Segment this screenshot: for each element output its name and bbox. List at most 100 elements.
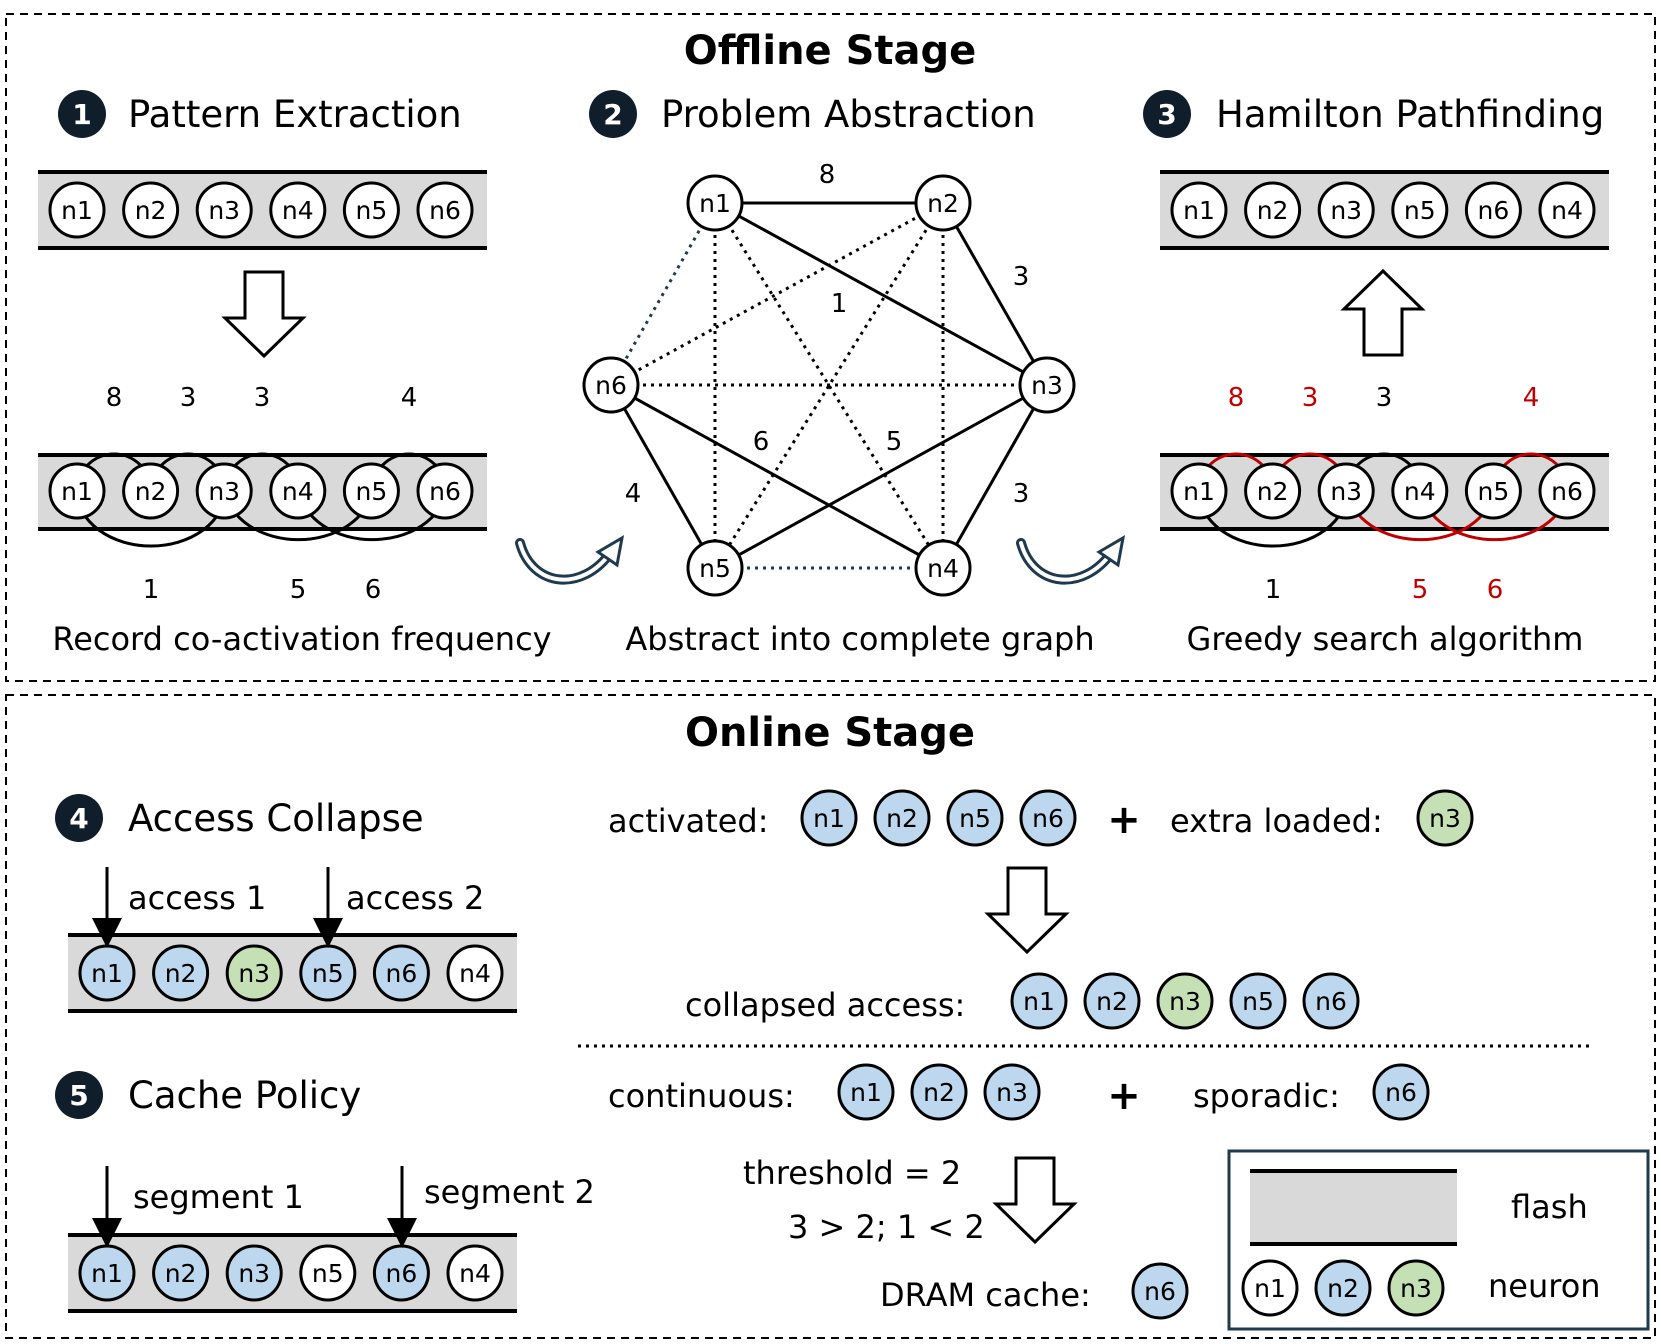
neuron-n1: n1 [686, 174, 744, 232]
neuron-circle [225, 944, 283, 1002]
weight-label: 3 [180, 383, 197, 413]
neuron-n6: n6 [1302, 972, 1360, 1030]
neuron-circle [225, 1244, 283, 1302]
comparison-label: 3 > 2; 1 < 2 [788, 1208, 985, 1246]
neuron-n2: n2 [910, 1063, 968, 1121]
neuron-circle [800, 789, 858, 847]
neuron-circle [299, 1244, 357, 1302]
neuron-label: n6 [595, 371, 627, 400]
neuron-label: n1 [699, 189, 731, 218]
neuron-label: n1 [850, 1078, 882, 1107]
neuron-label: n2 [1257, 477, 1289, 506]
activated-label: activated: [608, 802, 769, 840]
neuron-n1: n1 [800, 789, 858, 847]
plus-sign: + [1107, 1073, 1141, 1119]
neuron-n4: n4 [446, 1244, 504, 1302]
neuron-n3: n3 [983, 1063, 1041, 1121]
legend-flash-label: flash [1511, 1188, 1588, 1226]
neuron-n4: n4 [269, 181, 327, 239]
graph-edge [714, 201, 1048, 387]
neuron-label: n4 [282, 477, 314, 506]
step-4-badge-number: 4 [69, 802, 88, 835]
neuron-circle [983, 1063, 1041, 1121]
neuron-n6: n6 [416, 181, 474, 239]
neuron-label: n1 [1183, 196, 1215, 225]
step-2-label: Problem Abstraction [661, 93, 1036, 136]
neuron-label: n6 [1385, 1078, 1417, 1107]
curved-arrow [1016, 535, 1126, 585]
continuous-neurons: n1 n2 n3 [837, 1063, 1041, 1121]
neuron-n6: n6 [1464, 181, 1522, 239]
neuron-label: n6 [1551, 477, 1583, 506]
neuron-label: n2 [165, 1259, 197, 1288]
weight-label: 6 [753, 427, 770, 457]
step-2-caption: Abstract into complete graph [625, 620, 1094, 658]
step-5-header: 5 Cache Policy [55, 1071, 361, 1119]
step-4-badge [55, 794, 103, 842]
neuron-circle [446, 1244, 504, 1302]
neuron-n2: n2 [122, 462, 180, 520]
neuron-circle [1229, 972, 1287, 1030]
neuron-circle [582, 356, 640, 414]
step-1-badge-number: 1 [72, 98, 91, 131]
neuron-circle [1464, 462, 1522, 520]
legend-neuron-label: neuron [1488, 1267, 1601, 1305]
neuron-label: n6 [429, 196, 461, 225]
extra-loaded-label: extra loaded: [1170, 802, 1383, 840]
flash-band [1160, 172, 1609, 248]
graph-edge [609, 384, 717, 569]
neuron-label: n6 [386, 959, 418, 988]
step-3-badge [1143, 90, 1191, 138]
neuron-circle [914, 539, 972, 597]
neuron-n3: n3 [195, 181, 253, 239]
step-1-badge [58, 90, 106, 138]
graph-edge [941, 202, 1049, 386]
plus-sign: + [1107, 797, 1141, 843]
neuron-label: n5 [959, 804, 991, 833]
neuron-circle [1010, 972, 1068, 1030]
neuron-circle [48, 181, 106, 239]
weight-label: 3 [1302, 383, 1319, 413]
weight-label: 8 [106, 383, 123, 413]
neuron-label: n3 [208, 196, 240, 225]
collapsed-access-label: collapsed access: [685, 986, 965, 1024]
neuron-label: n2 [927, 189, 959, 218]
neuron-label: n5 [699, 554, 731, 583]
neuron-label: n3 [996, 1078, 1028, 1107]
neuron-label: n1 [61, 477, 93, 506]
neuron-n3: n3 [225, 1244, 283, 1302]
neuron-label: n3 [1330, 477, 1362, 506]
step-2-badge-number: 2 [603, 98, 622, 131]
weight-label: 3 [1013, 479, 1030, 509]
weight-label: 5 [886, 427, 903, 457]
neuron-label: n6 [1144, 1277, 1176, 1306]
legend-flash-swatch [1250, 1171, 1457, 1244]
neuron-label: n3 [1169, 987, 1201, 1016]
neuron-n6: n6 [582, 356, 640, 414]
neuron-circle [1391, 462, 1449, 520]
access-2-label: access 2 [346, 879, 484, 917]
neuron-label: n5 [356, 477, 388, 506]
neuron-circle [342, 181, 400, 239]
neuron-n1: n1 [48, 462, 106, 520]
neuron-circle [446, 944, 504, 1002]
segment-2-label: segment 2 [424, 1173, 595, 1211]
neuron-n1: n1 [78, 944, 136, 1002]
neuron-circle [269, 462, 327, 520]
graph-edge [610, 383, 944, 570]
neuron-circle [195, 462, 253, 520]
neuron-circle [946, 789, 1004, 847]
weight-label: 4 [625, 479, 642, 509]
neuron-label: n5 [312, 1259, 344, 1288]
neuron-circle [1244, 181, 1302, 239]
neuron-label: n4 [1404, 477, 1436, 506]
neuron-label: n3 [1400, 1274, 1432, 1303]
neuron-n6: n6 [1131, 1262, 1189, 1320]
graph-edge-dotted [609, 202, 717, 386]
neuron-circle [1019, 789, 1077, 847]
neuron-circle [1317, 462, 1375, 520]
neuron-n5: n5 [299, 944, 357, 1002]
step-2-header: 2 Problem Abstraction [589, 90, 1036, 138]
